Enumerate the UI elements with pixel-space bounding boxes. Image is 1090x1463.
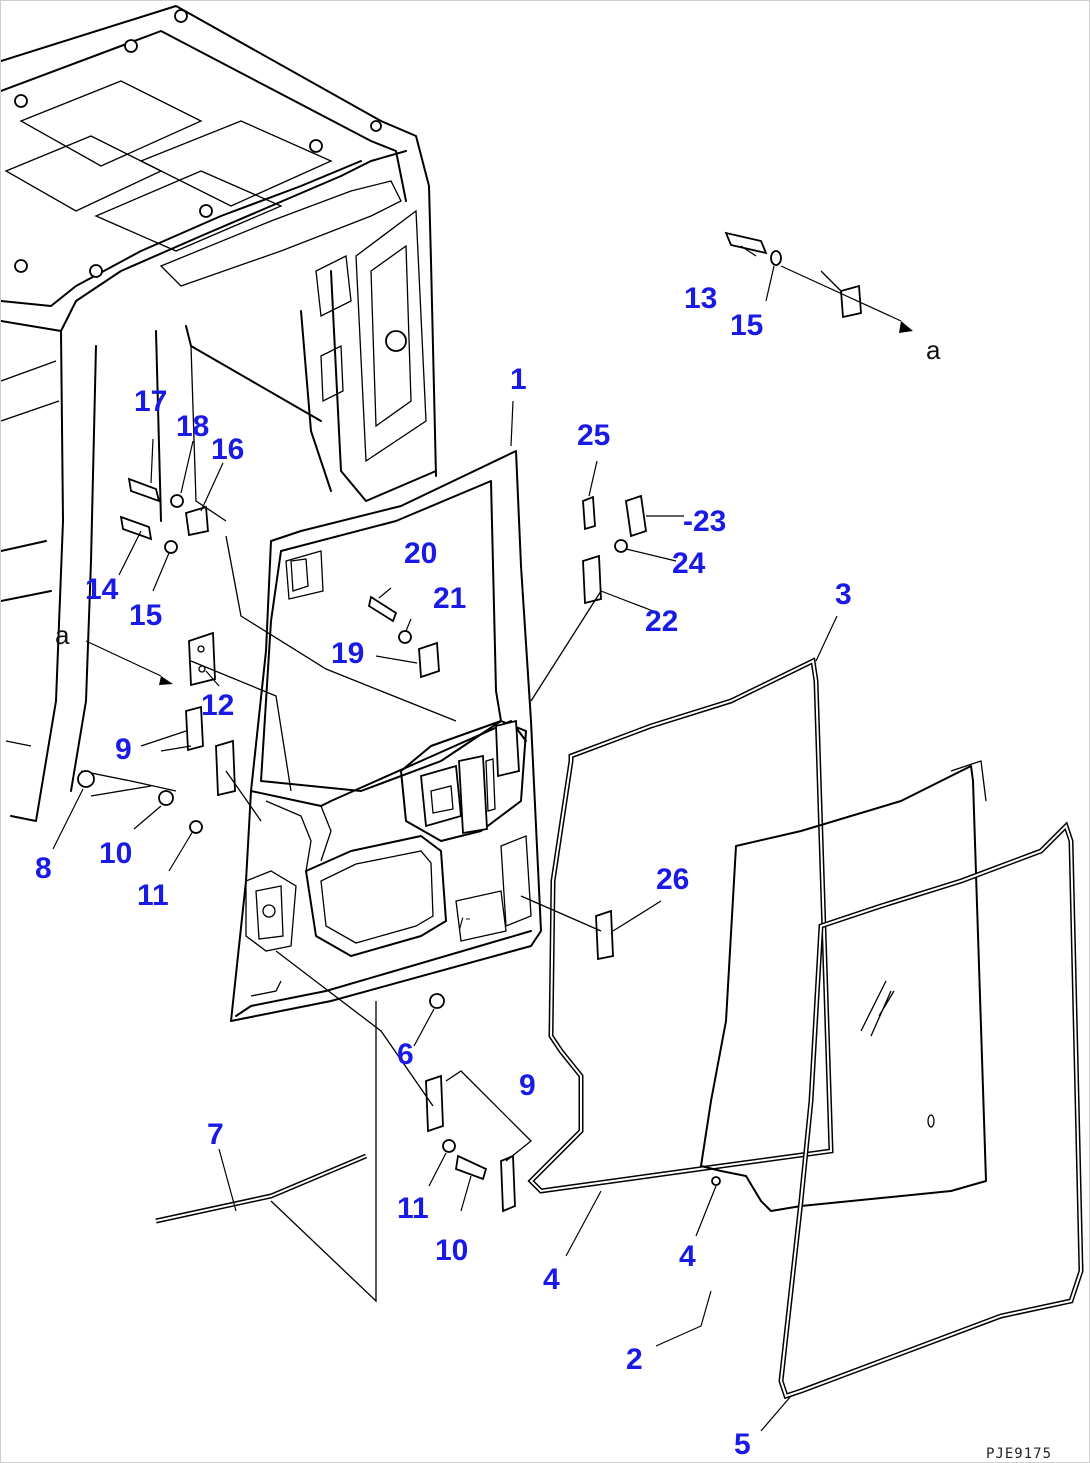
- callout-23: -23: [683, 505, 726, 538]
- glass-3: [527, 657, 834, 1194]
- callout-21: 21: [433, 582, 466, 615]
- callout-15: 15: [730, 309, 763, 342]
- callout-labels: 1 2 3 4 4 5 6 7 8 9 9 10 10 11 11 12 13 …: [35, 282, 852, 1461]
- callout-2: 2: [626, 1343, 643, 1376]
- callout-25: 25: [577, 419, 610, 452]
- callout-20: 20: [404, 537, 437, 570]
- callout-4: 4: [679, 1240, 696, 1273]
- callout-6: 6: [397, 1038, 414, 1071]
- glass-2: [700, 760, 987, 1212]
- roof-bolts: [14, 9, 382, 278]
- callout-17: 17: [134, 385, 167, 418]
- leader-lines: [52, 245, 838, 1432]
- callout-1: 1: [510, 363, 527, 396]
- callout-4: 4: [543, 1263, 560, 1296]
- callout-11: 11: [137, 879, 169, 912]
- callout-9: 9: [519, 1069, 536, 1102]
- callout-22: 22: [645, 605, 678, 638]
- callout-13: 13: [684, 282, 717, 315]
- cab-frame: [1, 5, 437, 822]
- page-code: PJE9175: [986, 1446, 1052, 1462]
- callout-10: 10: [99, 837, 132, 870]
- svg-text:/ ̄: / ̄: [459, 916, 471, 933]
- callout-7: 7: [207, 1118, 224, 1151]
- callout-14: 14: [85, 573, 119, 606]
- callout-3: 3: [835, 578, 852, 611]
- callout-18: 18: [176, 410, 209, 443]
- reference-letter-a: a: [926, 335, 941, 365]
- callout-24: 24: [672, 547, 706, 580]
- callout-11: 11: [397, 1192, 429, 1225]
- callout-15: 15: [129, 599, 162, 632]
- front-window-frame: / ̄: [230, 450, 542, 1022]
- callout-9: 9: [115, 733, 132, 766]
- reference-letter-a: a: [55, 620, 70, 650]
- callout-16: 16: [211, 433, 244, 466]
- hardware-parts: [119, 231, 913, 1224]
- reference-lines: [85, 535, 602, 1303]
- callout-8: 8: [35, 852, 52, 885]
- callout-10: 10: [435, 1234, 468, 1267]
- callout-5: 5: [734, 1428, 751, 1461]
- glass-5: [778, 821, 1084, 1400]
- callout-19: 19: [331, 637, 364, 670]
- callout-26: 26: [656, 863, 689, 896]
- callout-12: 12: [201, 689, 234, 722]
